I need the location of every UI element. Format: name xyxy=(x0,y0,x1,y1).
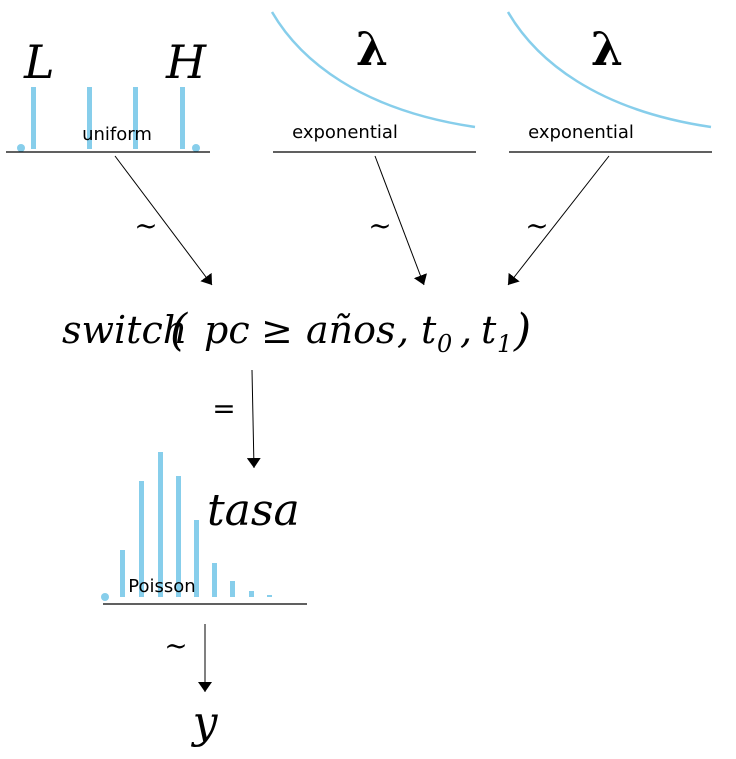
lambda-label-1: λ xyxy=(356,22,388,76)
output-y-label: y xyxy=(191,697,219,748)
arrow-switch-to-poisson xyxy=(246,369,261,469)
rate-label: tasa xyxy=(207,485,300,536)
tilde-exponential-1: ~ xyxy=(368,209,391,242)
exponential-curve-icon xyxy=(270,11,476,129)
cond-operator: ≥ xyxy=(261,308,293,352)
poisson-node: tasa Poisson xyxy=(101,452,307,605)
tilde-poisson: ~ xyxy=(164,629,187,662)
comma-1: , xyxy=(397,308,409,352)
arrow-uniform-to-switch xyxy=(114,155,213,286)
exponential-curve-icon xyxy=(506,11,712,129)
t0-subscript: 0 xyxy=(437,330,452,358)
switch-func-label: switch xyxy=(62,308,187,352)
poisson-dist-label: Poisson xyxy=(128,576,195,597)
uniform-high-label: H xyxy=(165,35,207,89)
arrow-exponential2-to-switch xyxy=(507,155,610,286)
cond-left-label: pc xyxy=(204,308,250,352)
equals-sign: = xyxy=(212,392,235,425)
uniform-dist-label: uniform xyxy=(82,124,152,145)
uniform-prior-node: L H uniform xyxy=(6,35,210,153)
cond-right-label: años xyxy=(306,308,396,352)
tilde-uniform: ~ xyxy=(134,209,157,242)
exponential-dist-label-2: exponential xyxy=(528,122,634,143)
close-paren: ) xyxy=(513,305,531,356)
exponential-prior-node-2: λ exponential xyxy=(506,11,712,153)
t0-label: t xyxy=(421,308,437,352)
uniform-low-label: L xyxy=(23,35,55,89)
tilde-exponential-2: ~ xyxy=(525,209,548,242)
switch-expression: switch ( pc ≥ años , t 0 , t 1 ) xyxy=(62,305,531,358)
t1-label: t xyxy=(481,308,497,352)
uniform-pmf-icon xyxy=(17,87,200,152)
exponential-dist-label-1: exponential xyxy=(292,122,398,143)
comma-2: , xyxy=(460,308,472,352)
lambda-label-2: λ xyxy=(591,22,623,76)
arrow-exponential1-to-switch xyxy=(374,155,427,286)
exponential-prior-node-1: λ exponential xyxy=(270,11,476,153)
poisson-pmf-icon xyxy=(101,452,272,601)
open-paren: ( xyxy=(170,305,188,356)
t1-subscript: 1 xyxy=(497,330,512,358)
